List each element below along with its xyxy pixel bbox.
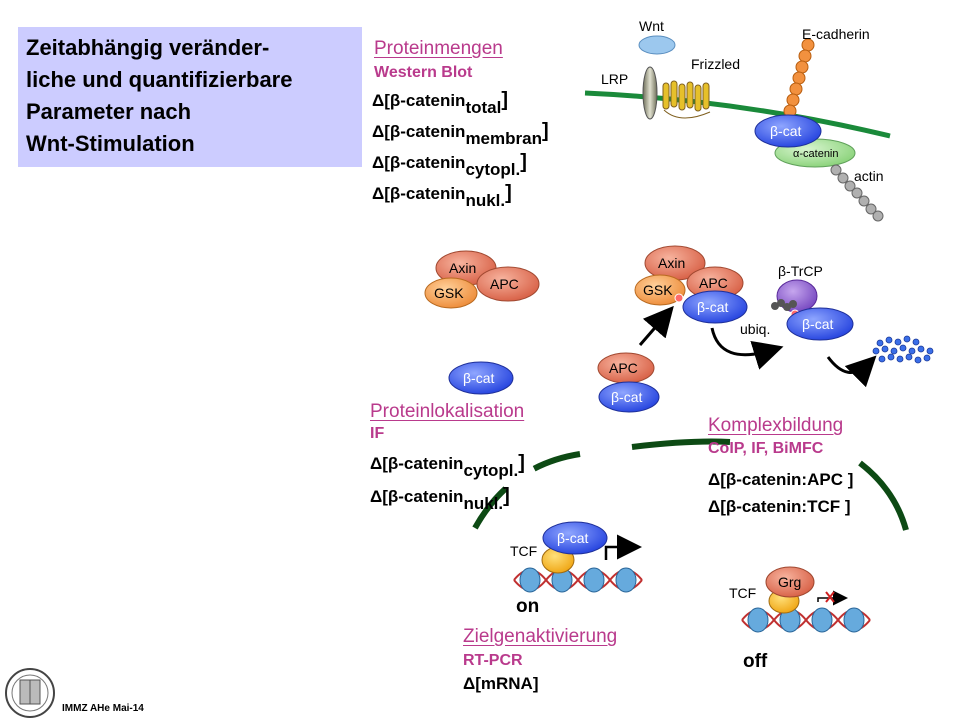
- transcription-arrow-off: [817, 590, 848, 606]
- zielgenaktivierung-method: RT-PCR: [463, 652, 523, 669]
- label-beta-cat-ubiq: β-cat: [802, 316, 834, 332]
- gsk-left: [424, 277, 478, 309]
- proteinmengen-method: Western Blot: [374, 64, 473, 81]
- beta-cat-nuclear: [542, 521, 608, 555]
- transcription-arrow-on: [604, 534, 642, 560]
- title-line-3: Parameter nach: [26, 99, 192, 124]
- proteinlokalisation-item-cytopl: Δ[β-catenincytopl.]: [370, 452, 525, 480]
- beta-cat-small: [598, 381, 660, 413]
- cell-membrane: [584, 90, 891, 139]
- proteinlokalisation-title: Proteinlokalisation: [370, 401, 525, 422]
- label-ubiq: ubiq.: [740, 321, 770, 337]
- zielgenaktivierung-item-mrna: Δ[mRNA]: [463, 674, 539, 693]
- beta-trcp: [776, 279, 818, 313]
- beta-cat-upper: [682, 290, 748, 324]
- wnt-ligand: [638, 35, 676, 55]
- proteinlokalisation-item-nukl: Δ[β-cateninnukl.]: [370, 485, 510, 513]
- komplexbildung-item-apc: Δ[β-catenin:APC ]: [708, 470, 854, 489]
- label-beta-cat-membrane: β-cat: [770, 123, 802, 139]
- label-alpha-catenin: α-catenin: [793, 148, 839, 160]
- e-cadherin-chain: [783, 38, 815, 118]
- label-beta-cat-upper: β-cat: [697, 299, 729, 315]
- label-gsk-upper: GSK: [643, 282, 673, 298]
- proteinmengen-item-total: Δ[β-catenintotal]: [372, 89, 508, 117]
- label-actin: actin: [854, 168, 884, 184]
- zielgenaktivierung-title: Zielgenaktivierung: [463, 626, 618, 647]
- proteinmengen-item-cytopl: Δ[β-catenincytopl.]: [372, 151, 527, 179]
- ubiquitin-chain: [771, 299, 797, 311]
- footer-text: IMMZ AHe Mai-14: [62, 703, 144, 714]
- dna-helix-on: [513, 567, 643, 593]
- university-seal-logo: [5, 668, 55, 718]
- title-line-1: Zeitabhängig veränder-: [26, 35, 270, 60]
- blocked-x-icon: [825, 591, 835, 603]
- komplexbildung-title: Komplexbildung: [708, 415, 844, 436]
- label-beta-cat-nuclear: β-cat: [557, 530, 589, 546]
- label-e-cadherin: E-cadherin: [802, 26, 870, 42]
- apc-left: [476, 266, 540, 302]
- proteinmengen-item-membran: Δ[β-cateninmembran]: [372, 120, 549, 148]
- label-tcf-on: TCF: [510, 543, 537, 559]
- label-beta-cat-free: β-cat: [463, 370, 495, 386]
- label-lrp: LRP: [601, 71, 628, 87]
- dna-helix-off: [741, 607, 871, 633]
- label-off: off: [743, 651, 768, 672]
- label-gsk-left: GSK: [434, 285, 464, 301]
- label-apc-left: APC: [490, 276, 519, 292]
- label-frizzled: Frizzled: [691, 56, 740, 72]
- label-axin-left: Axin: [449, 260, 476, 276]
- label-on: on: [516, 596, 540, 617]
- frizzled-receptor: [662, 80, 710, 112]
- title-line-4: Wnt-Stimulation: [26, 131, 195, 156]
- beta-cat-ubiquitinated: [786, 307, 854, 341]
- nuclear-envelope-mid: [631, 438, 731, 450]
- beta-cat-free: [448, 361, 514, 395]
- label-beta-cat-small: β-cat: [611, 389, 643, 405]
- label-tcf-off: TCF: [729, 585, 756, 601]
- actin-filament: [830, 164, 884, 222]
- komplexbildung-method: CoIP, IF, BiMFC: [708, 440, 824, 457]
- label-wnt: Wnt: [639, 18, 664, 34]
- label-apc-upper: APC: [699, 275, 728, 291]
- label-axin-upper: Axin: [658, 255, 685, 271]
- grg-corepressor: [765, 566, 815, 598]
- nuclear-envelope-right: [858, 460, 909, 531]
- title-line-2: liche und quantifizierbare: [26, 67, 293, 92]
- beta-cat-membrane: [754, 114, 822, 148]
- label-beta-trcp: β-TrCP: [778, 263, 823, 279]
- proteinmengen-title: Proteinmengen: [374, 38, 503, 59]
- proteinmengen-item-nukl: Δ[β-cateninnukl.]: [372, 182, 512, 210]
- label-grg: Grg: [778, 574, 801, 590]
- degraded-fragments: [872, 335, 934, 364]
- label-apc-small: APC: [609, 360, 638, 376]
- nuclear-envelope-left: [472, 451, 581, 530]
- proteinlokalisation-method: IF: [370, 425, 385, 442]
- lrp-receptor: [642, 66, 658, 120]
- title-box: Zeitabhängig veränder- liche und quantif…: [18, 27, 362, 167]
- komplexbildung-item-tcf: Δ[β-catenin:TCF ]: [708, 497, 851, 516]
- gsk-upper: [634, 274, 686, 306]
